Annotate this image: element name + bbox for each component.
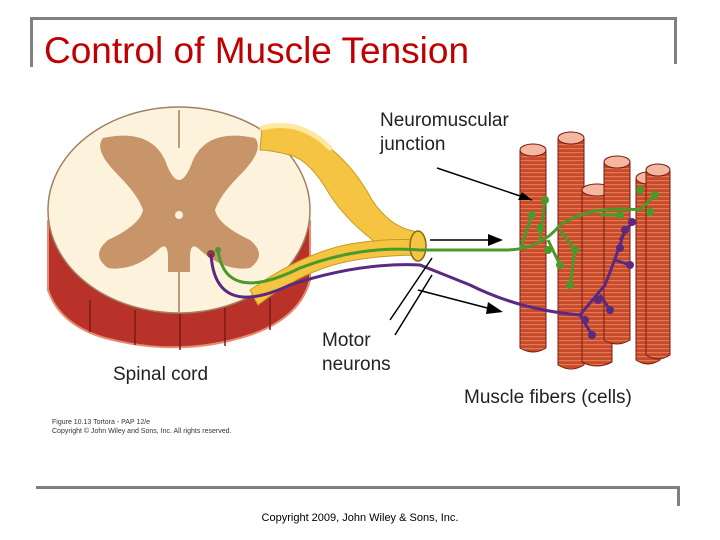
- label-spinal-cord: Spinal cord: [113, 364, 208, 385]
- label-muscle-fibers: Muscle fibers (cells): [464, 387, 632, 408]
- purple-synapse-dots: [581, 218, 636, 339]
- label-motor: Motor: [322, 330, 371, 351]
- slide-title: Control of Muscle Tension: [44, 30, 470, 71]
- figure-credit-line1: Figure 10.13 Tortora - PAP 12/e: [52, 419, 150, 426]
- label-junction: junction: [379, 134, 446, 155]
- label-neuromuscular: Neuromuscular: [380, 110, 509, 131]
- green-synapse-dots: [528, 186, 659, 289]
- gray-matter: [99, 135, 259, 272]
- label-neurons: neurons: [322, 354, 391, 375]
- bottom-right-rule: [677, 486, 680, 506]
- muscle-fibers: [519, 131, 671, 370]
- central-canal: [175, 211, 183, 219]
- bottom-rule: [36, 486, 680, 489]
- spinal-cord-stripe: [47, 220, 311, 349]
- frame-right-rule: [674, 17, 677, 64]
- arrow-heads: [486, 192, 532, 314]
- leader-lines: [389, 167, 533, 336]
- figure-credit-line2: Copyright © John Wiley and Sons, Inc. Al…: [52, 427, 232, 435]
- frame-top-rule: [30, 17, 677, 20]
- slide-copyright: Copyright 2009, John Wiley & Sons, Inc.: [261, 512, 459, 524]
- frame-left-rule: [30, 17, 33, 67]
- spinal-cord: [47, 106, 311, 350]
- spinal-nerve: [249, 123, 427, 306]
